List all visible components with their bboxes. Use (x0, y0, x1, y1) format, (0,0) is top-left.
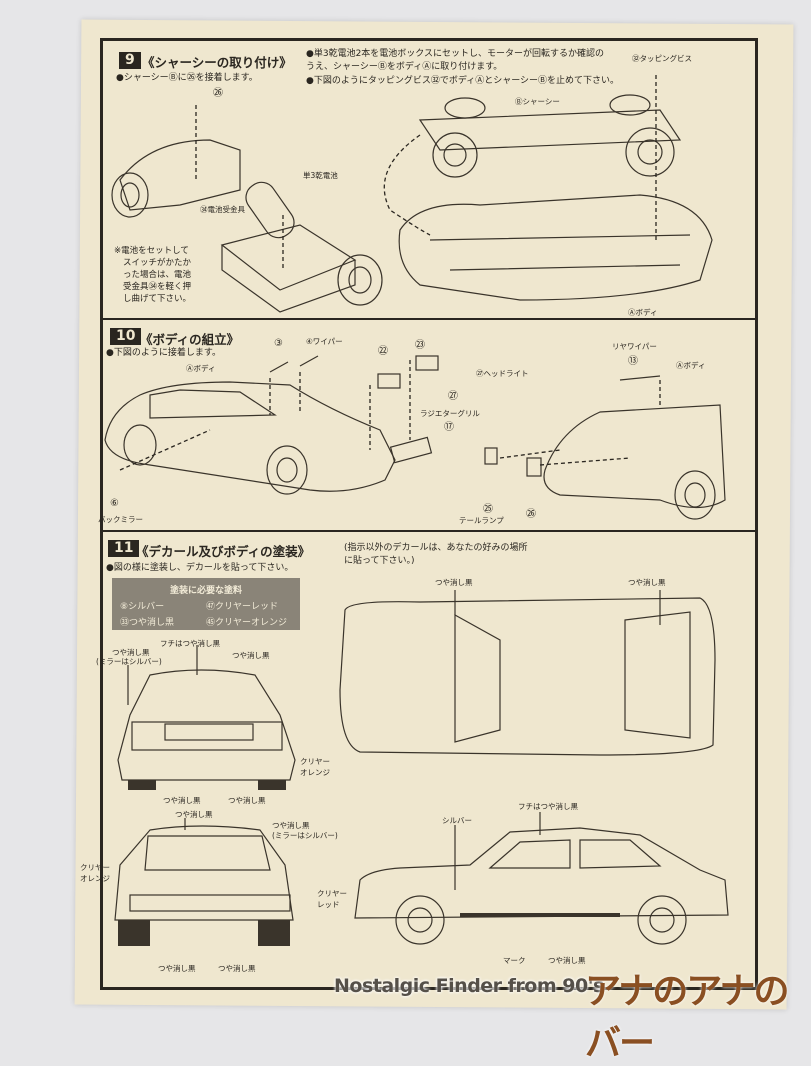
label-part-25: ㉕ (483, 504, 493, 515)
caution-line: ※電池をセットして (114, 246, 189, 256)
step-11-title: 《デカール及びボディの塗装》 (136, 544, 311, 559)
label-rear-bottom: つや消し黒 (158, 964, 196, 973)
front-view-car-drawing (117, 645, 296, 790)
step-9-note: ●シャーシーⒷに㉖を接着します。 (116, 73, 258, 83)
label-front-bottom: つや消し黒 (163, 796, 201, 805)
label-side-mark: マーク (503, 956, 526, 965)
paint-box-title: 塗装に必要な塗料 (169, 586, 242, 596)
watermark-logo: アナのアナのバー (585, 971, 790, 1064)
label-rear-wiper: リヤワイパー (612, 342, 657, 351)
step-11-note: ●図の様に塗装し、デカールを貼って下さい。 (106, 563, 294, 573)
label-part-17: ⑰ (444, 422, 454, 433)
required-paints-box: 塗装に必要な塗料 ⑧シルバー ㊼クリヤーレッド ㉝つや消し黒 ㊺クリヤーオレンジ (112, 578, 300, 630)
label-body-front: Ⓐボディ (186, 364, 216, 373)
step-9-number: 9 (119, 52, 141, 69)
step-10-number: 10 (110, 328, 142, 345)
label-part-26: ㉖ (213, 88, 223, 99)
label-part-6: ⑥ (110, 498, 119, 509)
step-10-title: 《ボディの組立》 (140, 332, 240, 347)
label-chassis: Ⓑシャーシー (515, 97, 560, 106)
watermark-text: Nostalgic Finder from 90's (334, 975, 604, 997)
label-tapping-screw: ㉜タッピングビス (632, 54, 692, 63)
top-view-car-drawing (339, 590, 716, 756)
label-part-26: ㉖ (526, 509, 536, 520)
label-side-silver: シルバー (442, 816, 472, 825)
step-9-caution: ※電池をセットして スイッチがかたか った場合は、電池 受金具㉞を軽く押 し曲げ… (114, 245, 191, 305)
label-part-22: ㉒ (378, 346, 388, 357)
label-front-bottom: つや消し黒 (228, 796, 266, 805)
label-front-mirror: つや消し黒 (112, 648, 150, 657)
label-front-edge: フチはつや消し黒 (160, 639, 220, 648)
label-radiator-grill: ラジエターグリル (420, 409, 480, 418)
label-part-23: ㉓ (415, 340, 425, 351)
label-body-rear: Ⓐボディ (676, 361, 706, 370)
step-9-illustration (111, 75, 713, 313)
label-tail-lamp: テールランプ (459, 516, 504, 525)
step-11-number: 11 (108, 540, 140, 557)
label-rear-top: つや消し黒 (175, 810, 213, 819)
label-front-matte: つや消し黒 (232, 651, 270, 660)
caution-line: った場合は、電池 (123, 270, 192, 280)
label-rear-clear-orange: クリヤー オレンジ (80, 863, 110, 883)
label-rear-mirror-note: (ミラーはシルバー) (272, 831, 338, 840)
rear-car-drawing (484, 375, 726, 520)
chassis-drawing (383, 75, 682, 240)
label-part-3: ③ (274, 338, 283, 349)
front-car-drawing (104, 355, 439, 495)
paint-item: ㉝つや消し黒 (120, 618, 175, 628)
label-side-matte: つや消し黒 (548, 956, 586, 965)
section-divider (100, 530, 755, 532)
label-rear-mirror: つや消し黒 (272, 821, 310, 830)
label-body: Ⓐボディ (628, 308, 658, 317)
caution-line: 受金具㉞を軽く押 (123, 282, 192, 292)
label-front-clear-orange: クリヤー オレンジ (300, 757, 330, 777)
step-10-note: ●下図のように接着します。 (106, 348, 221, 358)
battery-box-drawing (220, 181, 383, 313)
label-side-edge: フチはつや消し黒 (518, 802, 578, 811)
paint-item: ㊼クリヤーレッド (206, 602, 279, 612)
sheet-frame (100, 38, 758, 990)
label-rear-clear-red: クリヤー レッド (317, 889, 347, 909)
rear-view-car-drawing (114, 818, 294, 946)
paint-item: ⑧シルバー (120, 602, 165, 612)
label-front-mirror-note: (ミラーはシルバー) (96, 657, 162, 666)
label-rear-bottom: つや消し黒 (218, 964, 256, 973)
label-back-mirror: バックミラー (98, 515, 143, 524)
body-shell-drawing (398, 194, 713, 301)
label-part-13: ⑬ (628, 356, 638, 367)
label-part-27: ㉗ (448, 391, 458, 402)
section-divider (100, 318, 755, 320)
step-9-title: 《シャーシーの取り付け》 (142, 55, 292, 70)
label-top-matte-black: つや消し黒 (435, 578, 473, 587)
step-11-illustration (114, 590, 729, 946)
decal-note-line: (指示以外のデカールは、あなたの好みの場所 (344, 543, 528, 553)
rear-chassis-drawing (111, 105, 241, 218)
decal-note: (指示以外のデカールは、あなたの好みの場所 に貼って下さい。) (344, 542, 528, 568)
decal-note-line: に貼って下さい。) (344, 556, 415, 566)
label-battery: 単3乾電池 (303, 171, 338, 180)
paint-item: ㊺クリヤーオレンジ (206, 618, 288, 628)
side-view-car-drawing (354, 812, 729, 945)
label-battery-holder: ㉞電池受金具 (200, 205, 245, 214)
step-10-illustration (104, 355, 726, 520)
caution-line: し曲げて下さい。 (123, 294, 192, 304)
caution-line: スイッチがかたか (123, 258, 192, 268)
step-9-note-screw: ●下図のようにタッピングビス㉜でボディⒶとシャーシーⒷを止めて下さい。 (306, 76, 620, 86)
label-headlight: ㉗ヘッドライト (476, 369, 529, 378)
label-part-4-wiper: ④ワイパー (306, 337, 343, 346)
label-top-matte-black: つや消し黒 (628, 578, 666, 587)
step-9-note-battery: ●単3乾電池2本を電池ボックスにセットし、モーターが回転するか確認のうえ、シャー… (306, 49, 605, 72)
